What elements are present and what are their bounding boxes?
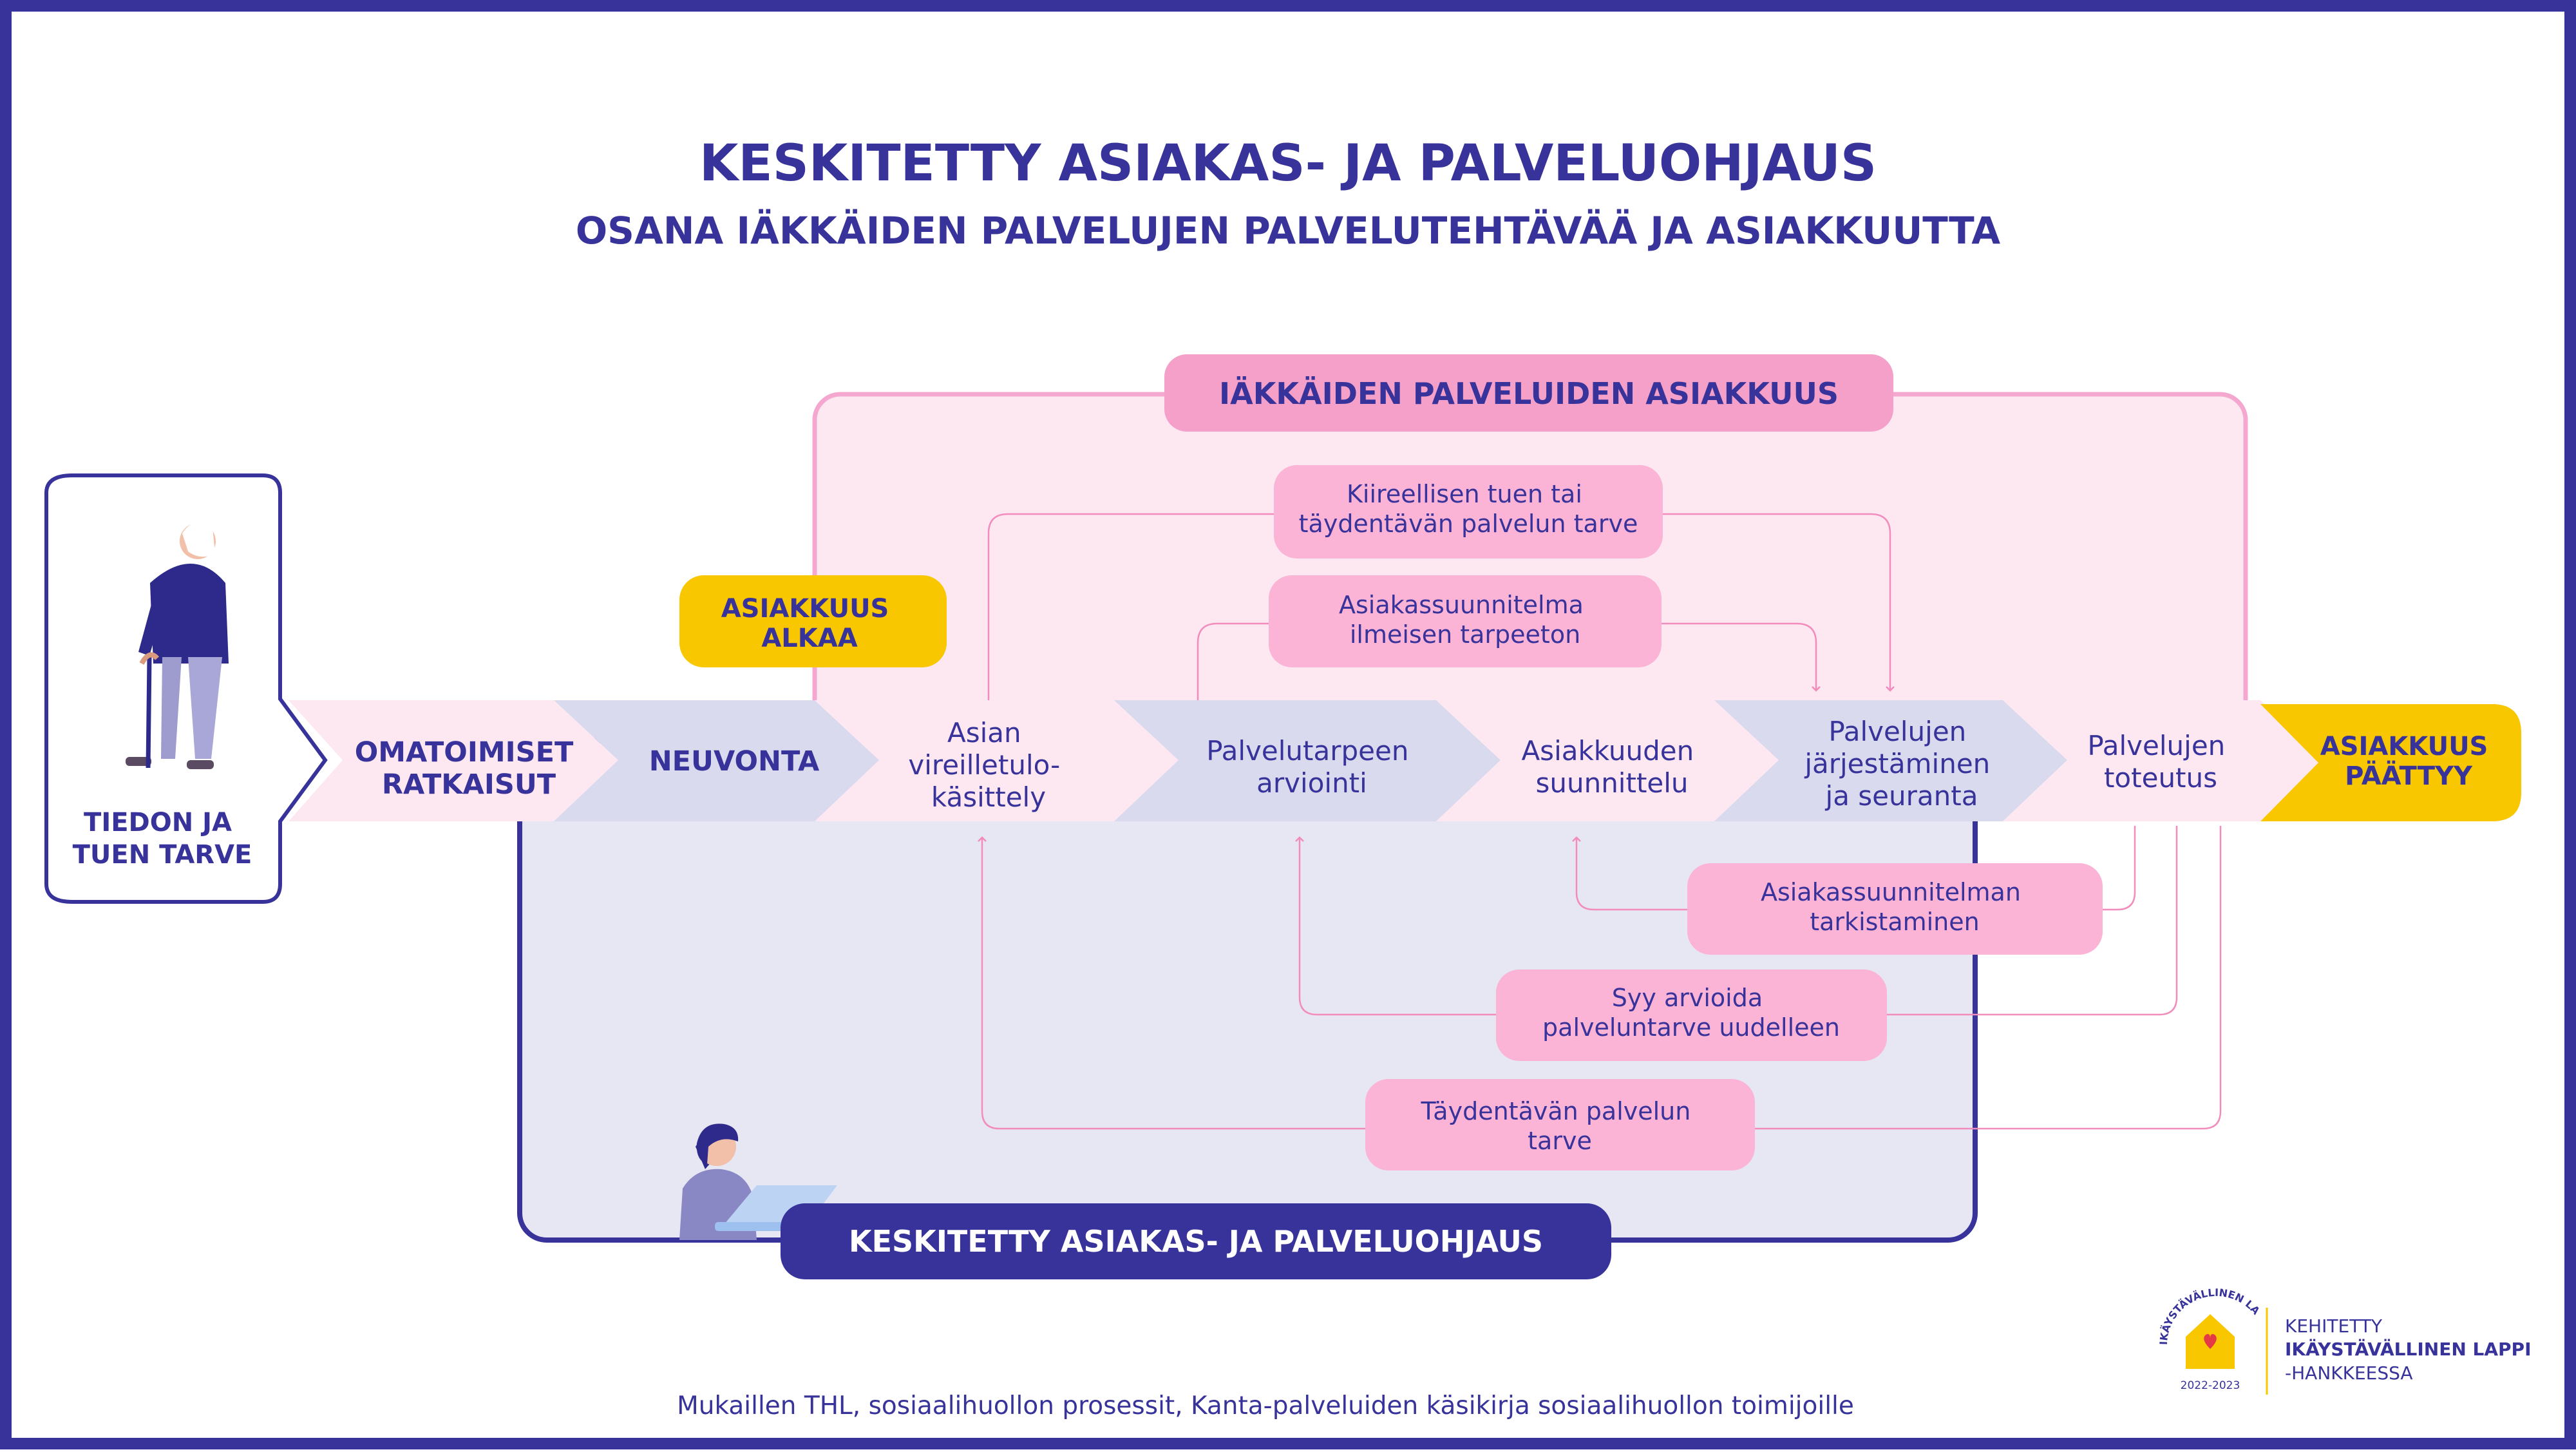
- step-line: toteutus: [2104, 762, 2217, 794]
- logo-text: KEHITETTY IKÄYSTÄVÄLLINEN LAPPI -HANKKEE…: [2285, 1315, 2537, 1384]
- start-box-line: TIEDON JA: [84, 808, 232, 837]
- step-line: ja seuranta: [1825, 780, 1978, 812]
- step-line: RATKAISUT: [382, 769, 556, 801]
- step-line: NEUVONTA: [649, 745, 820, 778]
- end-badge-line: PÄÄTTYY: [2345, 760, 2473, 791]
- step-label-neuvonta: NEUVONTA: [649, 745, 820, 778]
- loop-line: Asiakassuunnitelman: [1761, 878, 2021, 906]
- logo-line: -HANKKEESSA: [2285, 1362, 2413, 1384]
- step-line: vireilletulo-: [908, 749, 1060, 781]
- step-label-omatoimiset: OMATOIMISET RATKAISUT: [355, 736, 583, 801]
- end-badge-line: ASIAKKUUS: [2320, 732, 2488, 761]
- step-label-jarjestaminen: Palvelujen järjestäminen ja seuranta: [1804, 716, 1998, 812]
- loop-line: Syy arvioida: [1612, 984, 1763, 1012]
- page-title: KESKITETTY ASIAKAS- JA PALVELUOHJAUS: [699, 135, 1877, 193]
- navy-area-label: KESKITETTY ASIAKAS- JA PALVELUOHJAUS: [849, 1224, 1543, 1259]
- loop-line: tarve: [1528, 1127, 1592, 1155]
- start-badge-line: ALKAA: [761, 624, 857, 653]
- step-label-suunnittelu: Asiakkuuden suunnittelu: [1521, 735, 1702, 799]
- loop-line: Kiireellisen tuen tai: [1347, 480, 1582, 508]
- loop-line: ilmeisen tarpeeton: [1350, 620, 1580, 649]
- loop-line: palveluntarve uudelleen: [1542, 1013, 1840, 1042]
- step-line: arviointi: [1256, 767, 1367, 799]
- loop-line: Täydentävän palvelun: [1421, 1097, 1691, 1125]
- source-citation: Mukaillen THL, sosiaalihuollon prosessit…: [677, 1391, 1854, 1420]
- start-box-line: TUEN TARVE: [73, 840, 252, 870]
- step-line: Palvelujen: [2087, 730, 2225, 761]
- step-line: suunnittelu: [1535, 767, 1688, 799]
- step-line: Asian: [947, 717, 1021, 749]
- loop-line: tarkistaminen: [1810, 908, 1979, 936]
- step-line: Palvelutarpeen: [1206, 735, 1408, 767]
- logo-emblem-years: 2022-2023: [2181, 1379, 2240, 1392]
- step-line: käsittely: [931, 781, 1046, 813]
- step-label-toteutus: Palvelujen toteutus: [2087, 730, 2233, 794]
- logo-line: KEHITETTY: [2285, 1315, 2383, 1337]
- step-line: järjestäminen: [1804, 748, 1990, 779]
- step-line: OMATOIMISET: [355, 736, 574, 769]
- pink-area-label: IÄKKÄIDEN PALVELUIDEN ASIAKKUUS: [1219, 376, 1839, 411]
- loop-line: Asiakassuunnitelma: [1339, 591, 1584, 619]
- step-line: Palvelujen: [1828, 716, 1966, 747]
- step-line: Asiakkuuden: [1521, 735, 1694, 767]
- loop-line: täydentävän palvelun tarve: [1299, 510, 1638, 538]
- end-badge-label: ASIAKKUUS PÄÄTTYY: [2320, 732, 2497, 791]
- start-badge-line: ASIAKKUUS: [721, 594, 889, 624]
- logo-line: IKÄYSTÄVÄLLINEN LAPPI: [2285, 1338, 2532, 1360]
- page-subtitle: OSANA IÄKKÄIDEN PALVELUJEN PALVELUTEHTÄV…: [576, 208, 2000, 253]
